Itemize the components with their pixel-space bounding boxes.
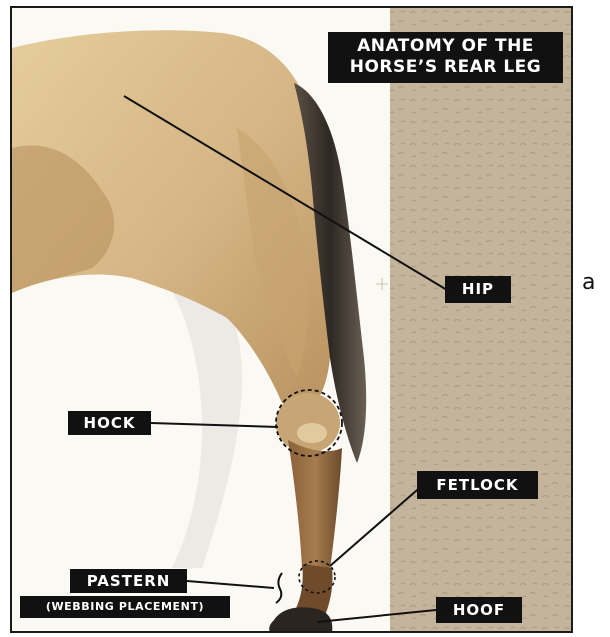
horse-rear-leg-illustration (12, 8, 573, 633)
hock-joint (276, 393, 340, 453)
hock-label: HOCK (68, 411, 151, 435)
hip-label: HIP (445, 276, 511, 303)
figure-title-line-2: HORSE’S REAR LEG (328, 57, 563, 78)
hock-highlight (297, 423, 327, 443)
pastern-bracket (276, 573, 282, 603)
crosshair-mark (376, 278, 388, 290)
pastern-note-label: (WEBBING PLACEMENT) (20, 596, 230, 618)
pastern-label: PASTERN (70, 569, 187, 593)
fetlock-label: FETLOCK (417, 471, 538, 499)
pastern-leader-line (187, 581, 274, 588)
anatomy-figure: ANATOMY OF THE HORSE’S REAR LEG HIP HOCK… (10, 6, 573, 633)
lower-leg (288, 440, 342, 570)
hoof-label: HOOF (436, 597, 522, 623)
textured-background-panel (390, 8, 573, 633)
figure-title: ANATOMY OF THE HORSE’S REAR LEG (328, 32, 563, 83)
figure-side-marker: a (582, 270, 595, 295)
figure-title-line-1: ANATOMY OF THE (328, 36, 563, 57)
